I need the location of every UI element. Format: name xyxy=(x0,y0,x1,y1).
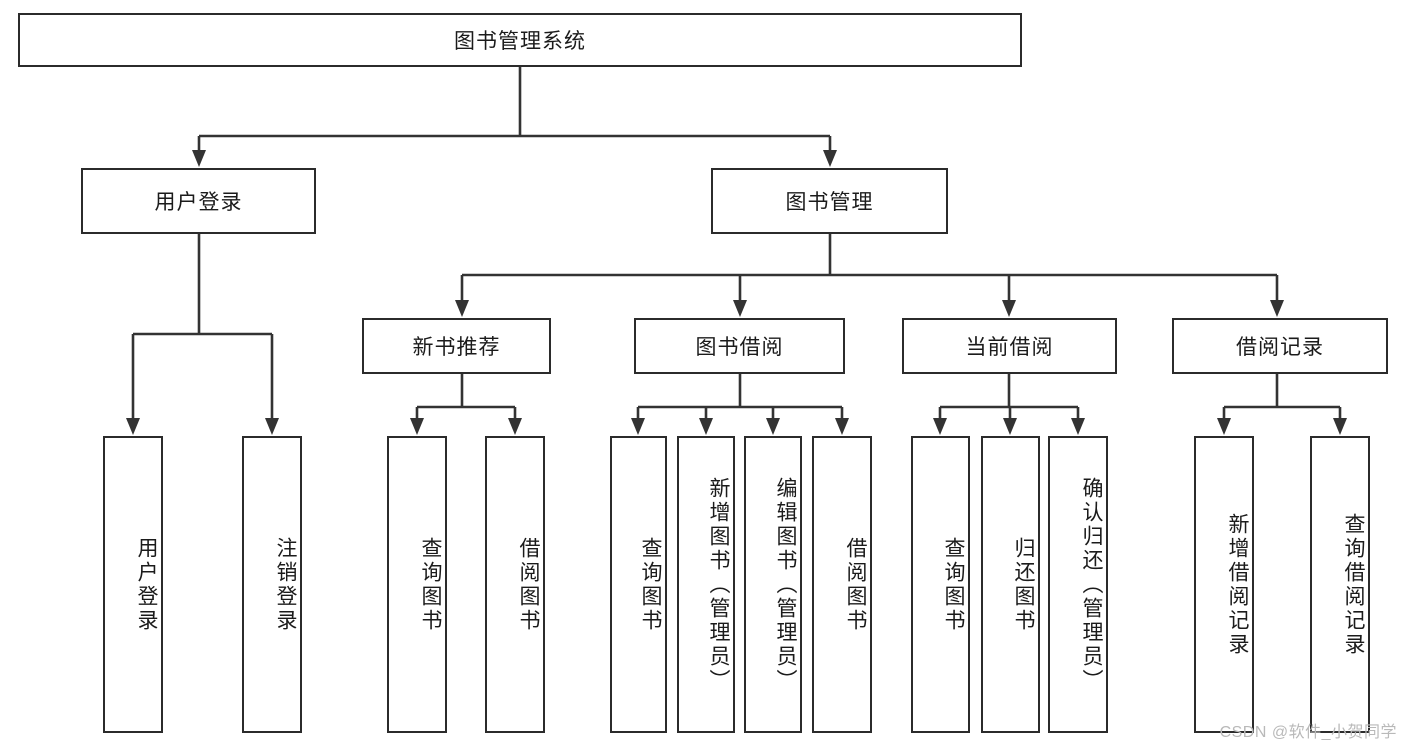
node-label: 归还图书 xyxy=(1012,536,1035,633)
node-r_add[interactable]: 新增借阅记录 xyxy=(1194,436,1254,733)
node-label: 用户登录 xyxy=(135,536,158,633)
arrowhead-icon xyxy=(835,418,849,435)
node-records[interactable]: 借阅记录 xyxy=(1172,318,1388,374)
arrowhead-icon xyxy=(455,300,469,317)
node-label: 新增图书（管理员） xyxy=(707,476,730,693)
node-label: 当前借阅 xyxy=(965,336,1054,359)
node-b_edit[interactable]: 编辑图书（管理员） xyxy=(744,436,802,733)
node-label: 查询图书 xyxy=(639,536,662,633)
arrowhead-icon xyxy=(410,418,424,435)
arrowhead-icon xyxy=(766,418,780,435)
node-bookmgmt[interactable]: 图书管理 xyxy=(711,168,948,234)
arrowhead-icon xyxy=(631,418,645,435)
arrowhead-icon xyxy=(1002,300,1016,317)
watermark-label: CSDN @软件_小贺同学 xyxy=(1219,724,1397,741)
node-label: 新书推荐 xyxy=(412,336,501,359)
arrowhead-icon xyxy=(1333,418,1347,435)
arrowhead-icon xyxy=(192,150,206,167)
node-label: 图书管理 xyxy=(785,191,874,214)
node-l_login[interactable]: 用户登录 xyxy=(103,436,163,733)
arrowhead-icon xyxy=(126,418,140,435)
arrowhead-icon xyxy=(265,418,279,435)
arrowhead-icon xyxy=(1003,418,1017,435)
arrowhead-icon xyxy=(1270,300,1284,317)
node-label: 借阅图书 xyxy=(517,536,540,633)
node-l_logout[interactable]: 注销登录 xyxy=(242,436,302,733)
node-c_confirm[interactable]: 确认归还（管理员） xyxy=(1048,436,1108,733)
arrowhead-icon xyxy=(933,418,947,435)
node-b_add[interactable]: 新增图书（管理员） xyxy=(677,436,735,733)
node-label: 借阅记录 xyxy=(1236,336,1324,359)
node-label: 查询图书 xyxy=(942,536,965,633)
node-label: 用户登录 xyxy=(154,191,243,214)
node-label: 编辑图书（管理员） xyxy=(774,476,797,693)
node-label: 图书管理系统 xyxy=(454,30,586,53)
node-current[interactable]: 当前借阅 xyxy=(902,318,1117,374)
arrowhead-icon xyxy=(1071,418,1085,435)
node-label: 确认归还（管理员） xyxy=(1080,476,1103,693)
arrowhead-icon xyxy=(508,418,522,435)
arrowhead-icon xyxy=(699,418,713,435)
node-login[interactable]: 用户登录 xyxy=(81,168,316,234)
node-newbook[interactable]: 新书推荐 xyxy=(362,318,551,374)
node-b_lend[interactable]: 借阅图书 xyxy=(812,436,872,733)
node-label: 查询图书 xyxy=(419,536,442,633)
node-label: 图书借阅 xyxy=(695,336,784,359)
node-label: 注销登录 xyxy=(274,536,297,633)
node-b_query[interactable]: 查询图书 xyxy=(610,436,667,733)
arrowhead-icon xyxy=(733,300,747,317)
node-label: 借阅图书 xyxy=(844,536,867,633)
node-label: 查询借阅记录 xyxy=(1342,512,1365,657)
node-borrow[interactable]: 图书借阅 xyxy=(634,318,845,374)
node-label: 新增借阅记录 xyxy=(1226,512,1249,657)
arrowhead-icon xyxy=(1217,418,1231,435)
node-root[interactable]: 图书管理系统 xyxy=(18,13,1022,67)
node-c_return[interactable]: 归还图书 xyxy=(981,436,1040,733)
node-r_query[interactable]: 查询借阅记录 xyxy=(1310,436,1370,733)
arrowhead-icon xyxy=(823,150,837,167)
node-c_query[interactable]: 查询图书 xyxy=(911,436,970,733)
node-n_borrow[interactable]: 借阅图书 xyxy=(485,436,545,733)
node-n_query[interactable]: 查询图书 xyxy=(387,436,447,733)
